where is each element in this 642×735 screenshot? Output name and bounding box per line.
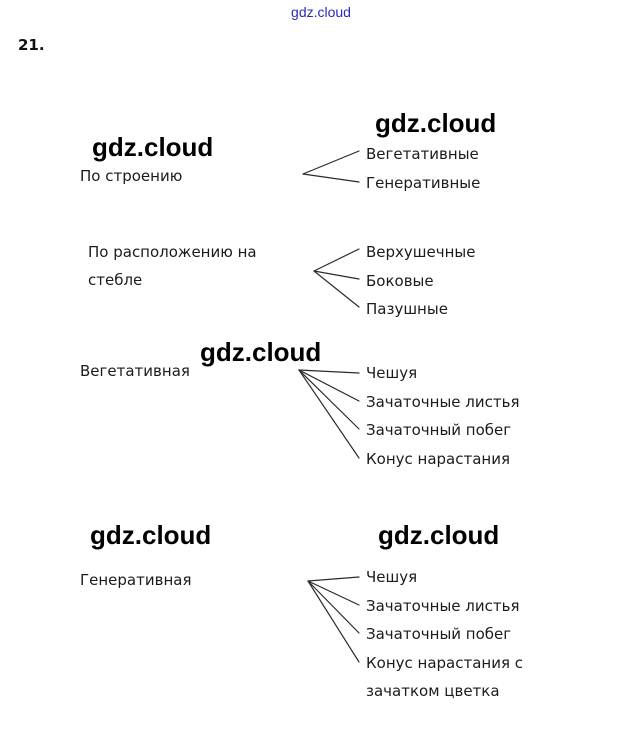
group-label-position: По расположению на стебле: [88, 243, 257, 289]
branch-item: Верхушечные: [366, 243, 476, 261]
watermark-gdz-cloud: gdz.cloud: [375, 108, 497, 138]
group-label-generative: Генеративная: [80, 571, 192, 589]
branch-item: Зачаточный побег: [366, 421, 512, 439]
watermark-gdz-cloud: gdz.cloud: [92, 132, 214, 162]
branch-item: Генеративные: [366, 173, 481, 192]
group-items: Верхушечные Боковые Пазушные: [366, 238, 566, 324]
branch-item: Чешуя: [366, 568, 418, 586]
exercise-number: 21.: [18, 36, 45, 54]
watermark-gdz-cloud: gdz.cloud: [378, 520, 500, 550]
watermark-gdz-cloud: gdz.cloud: [200, 337, 322, 367]
group-label-structure: По строению: [80, 167, 183, 185]
branch-item: Конус нарастания: [366, 449, 510, 468]
group-items: Чешуя Зачаточные листья Зачаточный побег…: [366, 359, 566, 473]
watermark-gdz-cloud: gdz.cloud: [90, 520, 212, 550]
branch-item: Конус нарастания с зачатком цветка: [366, 653, 524, 701]
branch-item: Зачаточный побег: [366, 625, 512, 643]
group-label-vegetative: Вегетативная: [80, 362, 190, 380]
branch-item: Чешуя: [366, 364, 418, 382]
branch-item: Зачаточные листья: [366, 392, 520, 411]
branch-item: Зачаточные листья: [366, 596, 520, 615]
watermark-link[interactable]: gdz.cloud: [291, 4, 351, 20]
branch-item: Боковые: [366, 271, 434, 290]
branch-item: Вегетативные: [366, 145, 479, 163]
group-items: Вегетативные Генеративные: [366, 140, 566, 197]
group-items: Чешуя Зачаточные листья Зачаточный побег…: [366, 563, 566, 706]
branch-item: Пазушные: [366, 300, 448, 318]
